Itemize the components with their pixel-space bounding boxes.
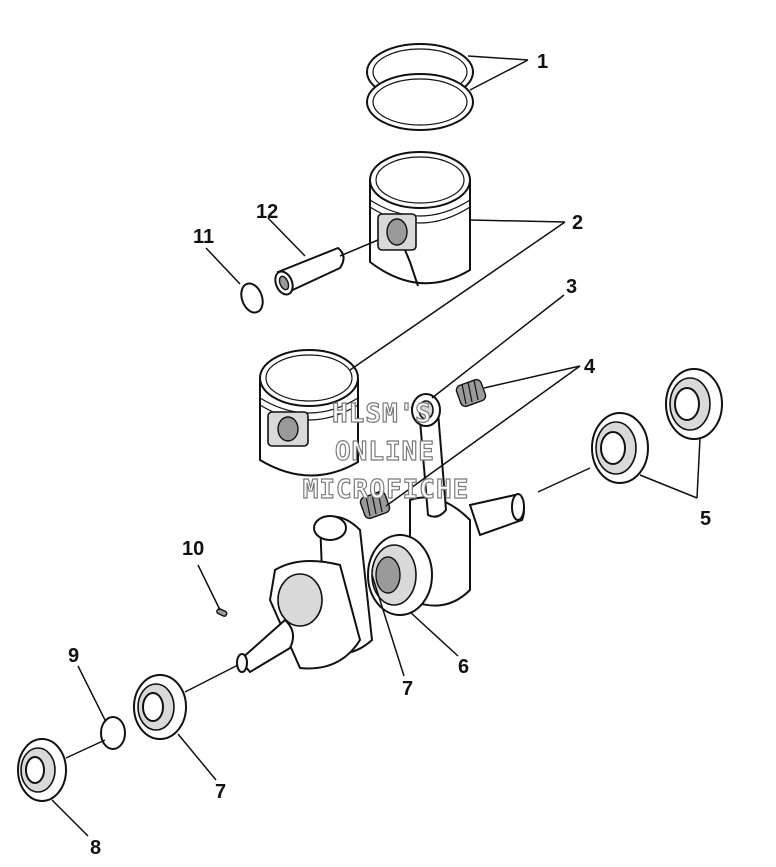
- shaft-axis-seal: [65, 739, 106, 759]
- callout-4: 4: [584, 356, 596, 378]
- shaft-axis-right: [537, 467, 591, 493]
- callout-7-left: 7: [215, 781, 226, 803]
- callout-12: 12: [256, 201, 278, 223]
- bearing-5-front: [591, 412, 649, 484]
- callout-5: 5: [700, 508, 711, 530]
- piston-pin: [274, 239, 379, 296]
- watermark-line-1: HLSM'S: [332, 399, 432, 429]
- callout-2: 2: [572, 212, 583, 234]
- bearing-7-left: [133, 674, 187, 740]
- circlip: [240, 282, 264, 314]
- watermark-line-3: MICROFICHE: [303, 475, 470, 505]
- callout-8: 8: [90, 837, 101, 859]
- callout-3: 3: [566, 276, 577, 298]
- callout-6: 6: [458, 656, 469, 678]
- leader-lines: [51, 55, 701, 837]
- watermark-line-2: ONLINE: [335, 437, 435, 467]
- seal-ring: [100, 716, 126, 750]
- bearing-5-rear: [665, 368, 723, 440]
- callout-labels: 1 2 3 4 5 6 7 7 8 9 10 11 12: [68, 51, 711, 859]
- callout-11: 11: [193, 226, 214, 248]
- callout-9: 9: [68, 645, 79, 667]
- crankshaft: [216, 393, 525, 674]
- needle-bearing-lower: [359, 490, 391, 520]
- needle-bearing-upper: [455, 378, 487, 408]
- callout-1: 1: [537, 51, 548, 73]
- shaft-axis-left: [184, 664, 239, 693]
- oil-seal: [17, 738, 67, 802]
- callout-10: 10: [182, 538, 204, 560]
- piston-rings: [366, 43, 474, 131]
- piston-lower: [259, 349, 359, 477]
- watermark: HLSM'S ONLINE MICROFICHE: [302, 398, 470, 505]
- piston-upper: [369, 151, 471, 287]
- callout-7-center: 7: [402, 678, 413, 700]
